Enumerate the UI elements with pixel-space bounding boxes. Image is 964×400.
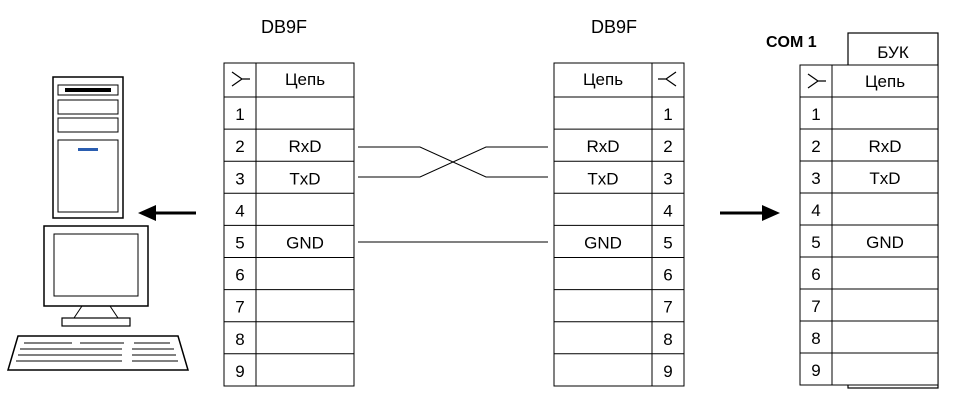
right-connector-title: DB9F	[591, 17, 637, 37]
right-connector-pin-5: 5	[663, 234, 672, 253]
device-pin-8: 8	[811, 329, 820, 348]
device-pin-4: 4	[811, 201, 820, 220]
right-connector-pin-7: 7	[663, 298, 672, 317]
left-connector-pin-3: 3	[235, 169, 244, 188]
right-connector-pin-1: 1	[663, 105, 672, 124]
right-connector-pin-6: 6	[663, 266, 672, 285]
wire-txd-to-rxd	[358, 146, 548, 178]
device-pin-3: 3	[811, 169, 820, 188]
arrow-left-icon	[138, 205, 196, 221]
right-header-label: Цепь	[583, 70, 623, 89]
left-connector-title: DB9F	[261, 17, 307, 37]
device-port-label: COM 1	[766, 34, 817, 51]
left-connector-pin-5: 5	[235, 234, 244, 253]
device-pin-9: 9	[811, 361, 820, 380]
device-header-label: Цепь	[865, 72, 905, 91]
device-table: БУК Цепь 1 2 RxD 3 TxD 4 5 GND 6 7 8 9	[799, 32, 939, 389]
right-connector-signal-5: GND	[584, 234, 622, 253]
right-connector-pin-4: 4	[663, 201, 672, 220]
device-pin-6: 6	[811, 265, 820, 284]
left-connector-table: Цепь 1 2 RxD 3 TxD 4 5 GND 6 7 8 9	[223, 62, 355, 387]
right-connector-signal-2: RxD	[586, 137, 619, 156]
device-signal-3: TxD	[869, 169, 900, 188]
left-connector-signal-5: GND	[286, 234, 324, 253]
left-connector-signal-2: RxD	[288, 137, 321, 156]
connector-female-icon	[231, 71, 250, 87]
device-pin-7: 7	[811, 297, 820, 316]
right-connector-pin-8: 8	[663, 330, 672, 349]
left-connector-pin-7: 7	[235, 298, 244, 317]
right-connector-pin-9: 9	[663, 362, 672, 381]
device-pin-1: 1	[811, 105, 820, 124]
connector-female-icon	[807, 73, 826, 89]
right-connector-pin-3: 3	[663, 169, 672, 188]
right-connector-signal-3: TxD	[587, 169, 618, 188]
left-header-label: Цепь	[285, 70, 325, 89]
computer-icon	[6, 76, 190, 371]
device-signal-5: GND	[866, 233, 904, 252]
left-connector-pin-8: 8	[235, 330, 244, 349]
left-connector-signal-3: TxD	[289, 169, 320, 188]
left-connector-pin-1: 1	[235, 105, 244, 124]
device-pin-5: 5	[811, 233, 820, 252]
arrow-right-icon	[720, 205, 780, 221]
left-connector-pin-6: 6	[235, 266, 244, 285]
right-connector-table: Цепь 1 2 RxD 3 TxD 4 5 GND 6 7 8 9	[553, 62, 685, 387]
device-signal-2: RxD	[868, 137, 901, 156]
left-connector-pin-4: 4	[235, 201, 244, 220]
connector-female-icon	[658, 71, 677, 87]
left-connector-pin-9: 9	[235, 362, 244, 381]
device-label: БУК	[877, 43, 909, 62]
left-connector-pin-2: 2	[235, 137, 244, 156]
wires	[358, 146, 548, 243]
right-connector-pin-2: 2	[663, 137, 672, 156]
device-pin-2: 2	[811, 137, 820, 156]
